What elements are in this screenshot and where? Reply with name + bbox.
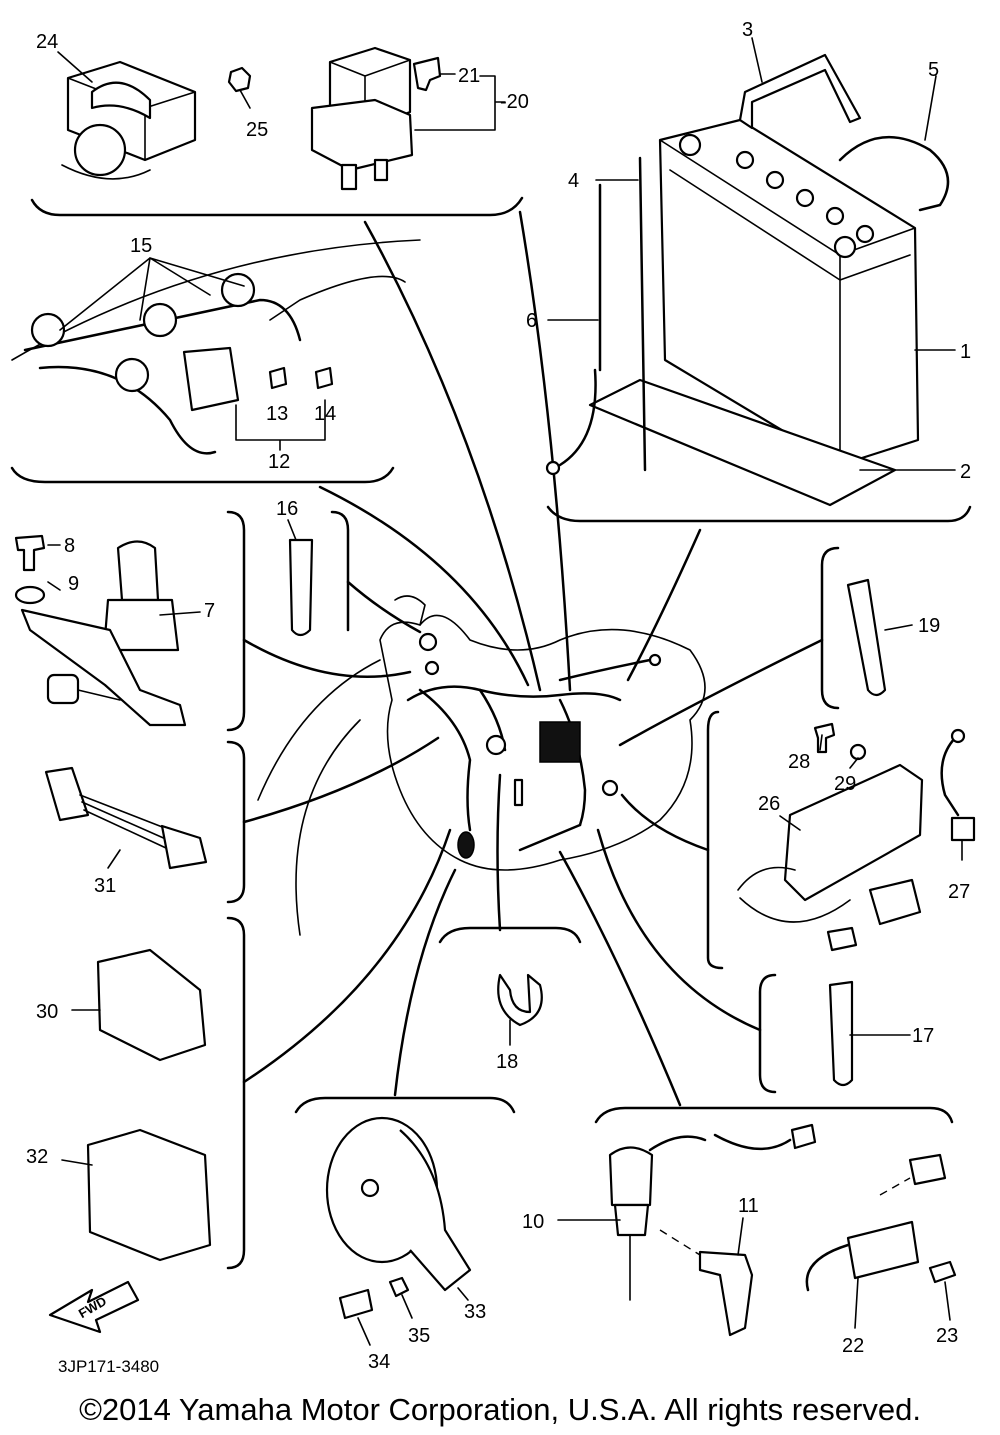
callout-19: 19	[918, 615, 940, 637]
part-25-nut	[227, 66, 252, 93]
part-11-bracket	[698, 1250, 754, 1337]
fwd-arrow: FWD	[48, 1280, 140, 1334]
copyright-notice: ©2014 Yamaha Motor Corporation, U.S.A. A…	[79, 1392, 921, 1427]
part-20-relay	[310, 46, 414, 191]
callout-33: 33	[464, 1301, 486, 1323]
callout-14: 14	[314, 403, 336, 425]
part-26-unit	[737, 763, 924, 952]
part-12-bracket-line	[235, 399, 326, 451]
callout-18: 18	[496, 1051, 518, 1073]
callout-21: 21	[458, 65, 480, 87]
callout-29: 29	[834, 773, 856, 795]
callout-5: 5	[928, 59, 939, 81]
part-34-bolt	[338, 1288, 374, 1320]
diagram-code: 3JP171-3480	[58, 1357, 159, 1376]
part-27-lead	[940, 736, 960, 817]
callout-2: 2	[960, 461, 971, 483]
part-15-bands	[11, 239, 421, 455]
callout-3: 3	[742, 19, 753, 41]
part-10-11-dash	[659, 1229, 701, 1256]
part-8-bolt	[14, 534, 46, 572]
callout-7: 7	[204, 600, 215, 622]
callout-32: 32	[26, 1146, 48, 1168]
callout-23: 23	[936, 1325, 958, 1347]
callout-12: 12	[268, 451, 290, 473]
part-14-fuse	[314, 366, 334, 390]
callout-9: 9	[68, 573, 79, 595]
part-28-screw	[813, 722, 836, 754]
part-5-lead	[838, 135, 950, 212]
main-wire-harness	[379, 595, 706, 871]
part-7-switch	[20, 540, 187, 727]
part-18-clamp	[497, 973, 543, 1027]
part-30-unit	[96, 948, 207, 1062]
callout-26: 26	[758, 793, 780, 815]
callout-34: 34	[368, 1351, 390, 1373]
callout-35: 35	[408, 1325, 430, 1347]
part-33-horn	[325, 1116, 472, 1292]
callout-6: 6	[526, 310, 537, 332]
part-9-washer	[14, 585, 46, 605]
part-19-band	[846, 578, 887, 697]
part-13-fuse	[268, 366, 288, 390]
callout-10: 10	[522, 1211, 544, 1233]
part-6-lead	[558, 183, 602, 467]
part-17-band	[828, 980, 854, 1087]
callout-8: 8	[64, 535, 75, 557]
part-27-connector	[950, 816, 976, 842]
callout-16: 16	[276, 498, 298, 520]
part-22-switch	[805, 1153, 947, 1292]
callout-labels: 1 2 3 4 5 6 7 8 9 10 11 12 13 14 15 16 1…	[26, 19, 971, 1376]
part-3-battery-band	[738, 53, 862, 130]
part-23-screw	[928, 1260, 957, 1284]
callout-25: 25	[246, 119, 268, 141]
callout-24: 24	[36, 31, 58, 53]
part-27-ring	[950, 728, 966, 744]
callout-22: 22	[842, 1335, 864, 1357]
part-1-battery	[658, 118, 920, 467]
callout-31: 31	[94, 875, 116, 897]
part-35-nut	[388, 1276, 410, 1298]
callout-11: 11	[738, 1195, 759, 1217]
part-32-unit	[86, 1128, 212, 1262]
callout-30: 30	[36, 1001, 58, 1023]
part-10-switch	[608, 1123, 817, 1301]
part-16-band	[288, 538, 314, 637]
leader-lines	[242, 210, 824, 1107]
part-6-terminal	[545, 460, 561, 476]
part-29-washer	[849, 743, 867, 761]
part-24-unit	[61, 60, 197, 180]
callout-4: 4	[568, 170, 579, 192]
part-31-connector	[44, 766, 208, 870]
callout-1: 1	[960, 341, 971, 363]
callout-27: 27	[948, 881, 970, 903]
part-21-fuse	[412, 56, 442, 92]
callout-20: -20	[500, 91, 529, 113]
part-4-breather-pipe	[638, 156, 647, 472]
callout-15: 15	[130, 235, 152, 257]
callout-28: 28	[788, 751, 810, 773]
callout-leaders	[47, 37, 963, 1346]
callout-13: 13	[266, 403, 288, 425]
callout-17: 17	[912, 1025, 934, 1047]
